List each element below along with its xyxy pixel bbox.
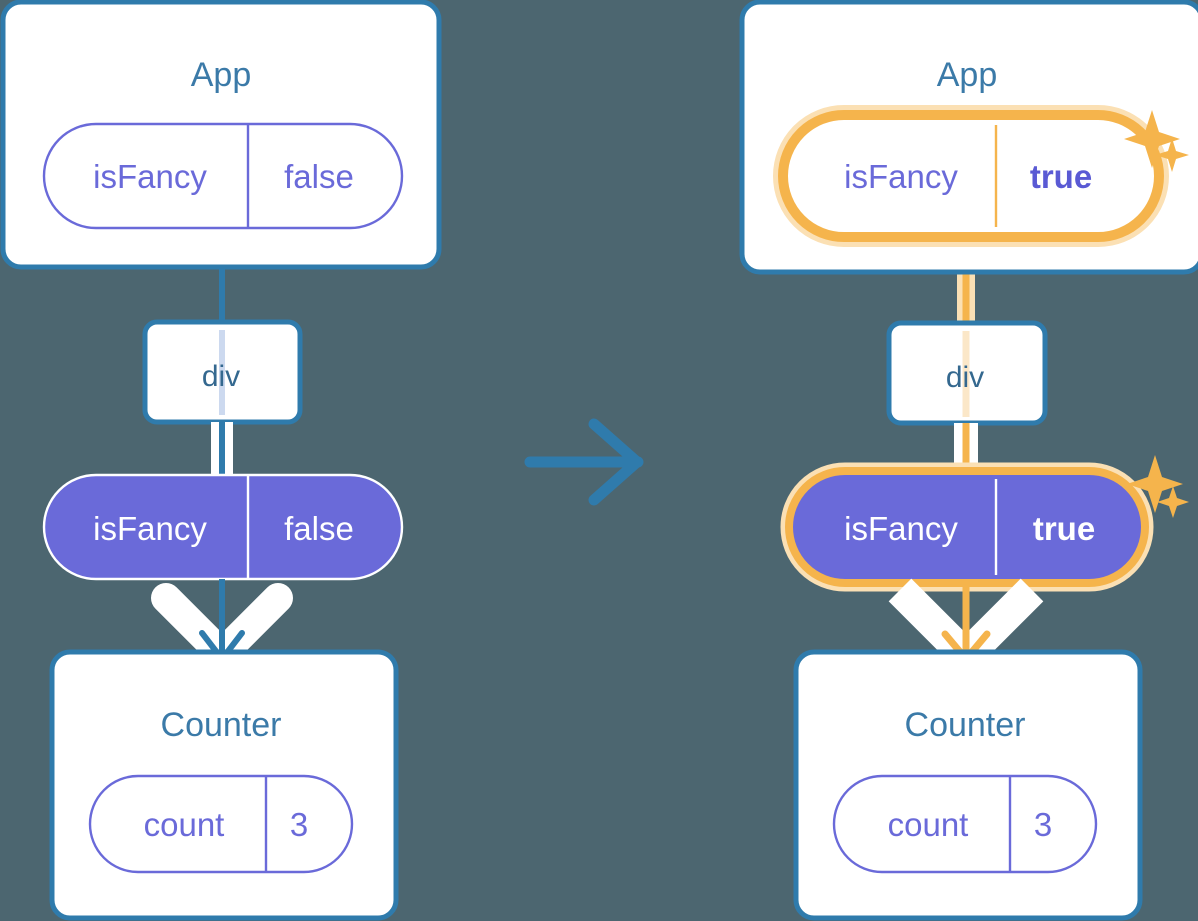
div-node-label-after: div bbox=[946, 361, 984, 394]
prop-pill-value-after: true bbox=[1033, 510, 1095, 547]
prop-pill-key-after: isFancy bbox=[844, 510, 958, 547]
app-pill-key-before: isFancy bbox=[93, 158, 207, 195]
counter-pill-key-before: count bbox=[144, 806, 225, 843]
counter-pill-key-after: count bbox=[888, 806, 969, 843]
app-card-title-after: App bbox=[937, 56, 998, 94]
counter-pill-value-before: 3 bbox=[290, 806, 308, 843]
transition-arrow bbox=[524, 418, 644, 506]
counter-card-title-after: Counter bbox=[905, 706, 1026, 744]
app-pill-before bbox=[42, 122, 404, 230]
sparkle-icon-prop-after bbox=[1127, 455, 1189, 518]
app-card-title-before: App bbox=[191, 56, 252, 94]
prop-pill-value-before: false bbox=[284, 510, 354, 547]
counter-pill-value-after: 3 bbox=[1034, 806, 1052, 843]
counter-pill-after bbox=[832, 774, 1098, 874]
app-pill-value-before: false bbox=[284, 158, 354, 195]
counter-pill-before bbox=[88, 774, 354, 874]
counter-card-title-before: Counter bbox=[161, 706, 282, 744]
arrow-right-icon bbox=[524, 418, 644, 506]
panel-before: App isFancy false div isFancy false bbox=[0, 0, 442, 921]
panel-after: App isFancy true div isFanc bbox=[739, 0, 1198, 921]
div-node-label-before: div bbox=[202, 360, 240, 393]
app-pill-value-after: true bbox=[1030, 158, 1092, 195]
app-pill-ring-after bbox=[778, 110, 1164, 242]
sparkle-icon-app-after bbox=[1124, 110, 1189, 172]
app-pill-key-after: isFancy bbox=[844, 158, 958, 195]
prop-pill-key-before: isFancy bbox=[93, 510, 207, 547]
